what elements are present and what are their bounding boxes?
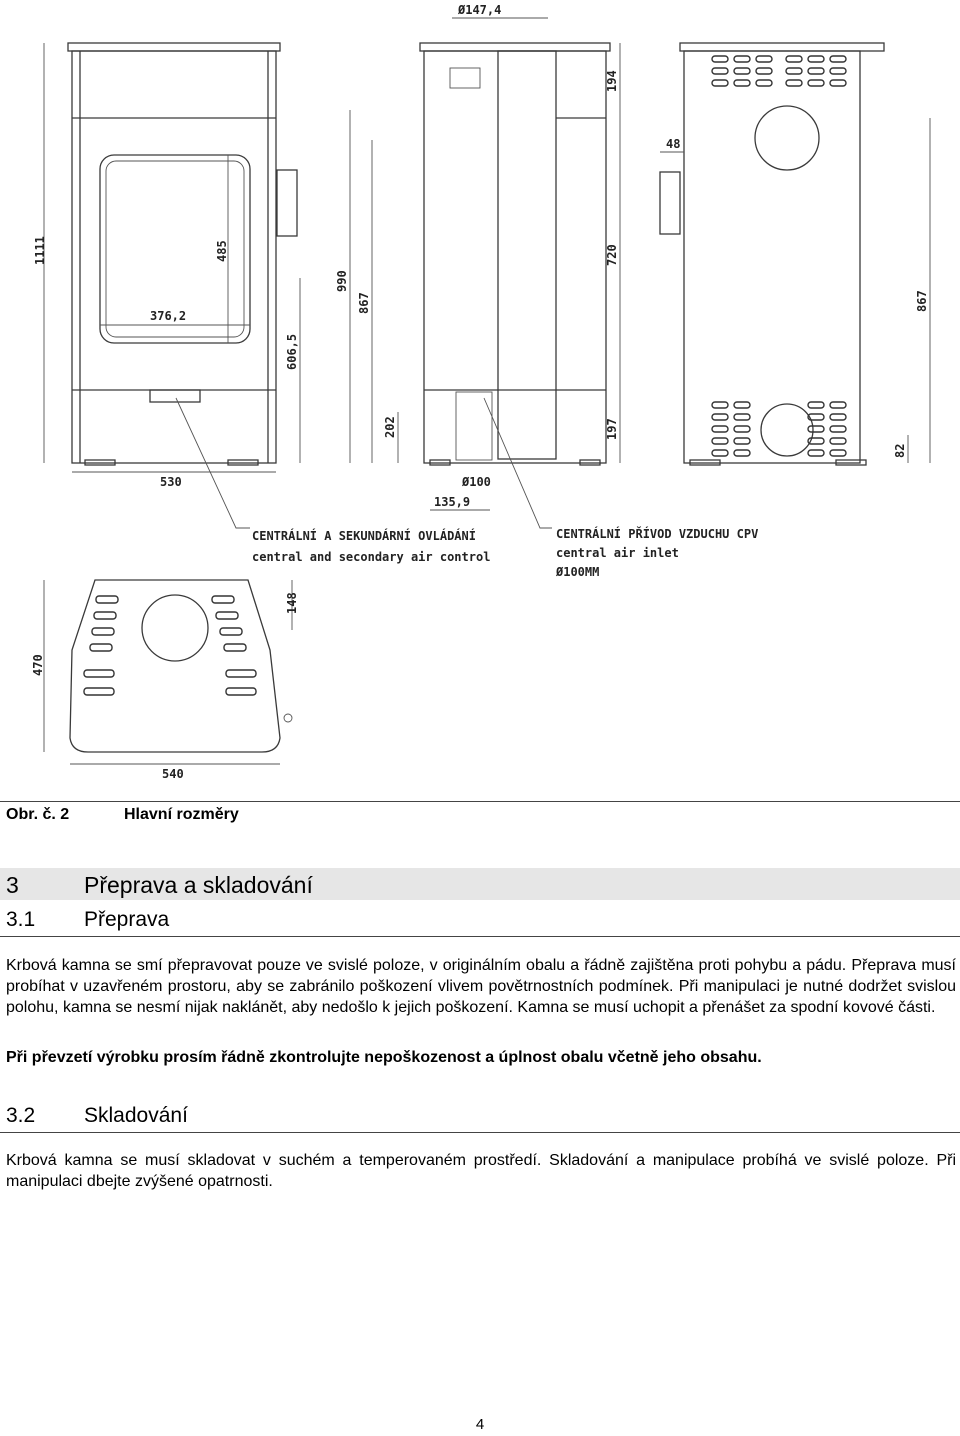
- rear-vent-slots-top: [711, 55, 847, 87]
- section-3-title: Přeprava a skladování: [84, 872, 313, 898]
- dim-540: 540: [162, 767, 184, 781]
- dim-470: 470: [31, 654, 45, 676]
- section-3-2-title: Skladování: [84, 1104, 188, 1127]
- dim-194: 194: [605, 70, 619, 92]
- dim-135-9: 135,9: [434, 495, 470, 509]
- figure-number: Obr. č. 2: [6, 806, 70, 823]
- dim-1111: 1111: [33, 236, 47, 265]
- figure-title: Hlavní rozměry: [124, 806, 239, 823]
- callouts: CENTRÁLNÍ A SEKUNDÁRNÍ OVLÁDÁNÍ central …: [175, 397, 758, 579]
- dim-48: 48: [666, 137, 680, 151]
- front-view: 1111 485 376,2 606,5 530: [33, 42, 301, 489]
- dim-148: 148: [285, 592, 299, 614]
- dim-202: 202: [383, 416, 397, 438]
- dim-485: 485: [215, 240, 229, 262]
- section-3-2-heading: 3.2 Skladování: [0, 1102, 960, 1133]
- page-number: 4: [475, 1416, 485, 1433]
- section-3-1-heading: 3.1 Přeprava: [0, 906, 960, 937]
- side-view: Ø147,4 990 867 202 Ø100 135,9 194 720 19…: [335, 3, 621, 511]
- dim-720: 720: [605, 244, 619, 266]
- inspection-note: Při převzetí výrobku prosím řádně zkontr…: [6, 1049, 762, 1066]
- section-3-2-number: 3.2: [6, 1104, 36, 1127]
- dim-82: 82: [893, 444, 907, 458]
- section-3-1-title: Přeprava: [84, 908, 170, 931]
- section-3-number: 3: [6, 872, 19, 898]
- section-3-1-number: 3.1: [6, 908, 36, 931]
- dim-990: 990: [335, 270, 349, 292]
- dim-197: 197: [605, 418, 619, 440]
- label-air-inlet-en: central air inlet: [556, 546, 679, 560]
- section-3-heading: 3 Přeprava a skladování: [0, 868, 960, 900]
- label-air-control-cz: CENTRÁLNÍ A SEKUNDÁRNÍ OVLÁDÁNÍ: [252, 528, 476, 543]
- dim-867-side: 867: [357, 292, 371, 314]
- transport-paragraph: Krbová kamna se smí přepravovat pouze ve…: [6, 957, 956, 1016]
- label-air-inlet-cz: CENTRÁLNÍ PŘÍVOD VZDUCHU CPV: [556, 526, 758, 541]
- dim-diameter-147-4: Ø147,4: [457, 3, 501, 17]
- caption-rule: [0, 801, 960, 802]
- label-air-inlet-diameter: Ø100MM: [555, 565, 599, 579]
- technical-drawing: 1111 485 376,2 606,5 530 Ø147,4 990 867 …: [31, 3, 931, 781]
- dim-diameter-100: Ø100: [461, 475, 491, 489]
- dim-376-2: 376,2: [150, 309, 186, 323]
- rear-view: 48 867 82: [659, 42, 931, 466]
- dim-530: 530: [160, 475, 182, 489]
- storage-paragraph: Krbová kamna se musí skladovat v suchém …: [6, 1152, 956, 1190]
- dim-867-rear: 867: [915, 290, 929, 312]
- top-view: 470 148 540: [31, 579, 299, 781]
- dim-606-5: 606,5: [285, 334, 299, 370]
- rear-vent-slots-bottom: [711, 401, 847, 457]
- label-air-control-en: central and secondary air control: [252, 550, 490, 564]
